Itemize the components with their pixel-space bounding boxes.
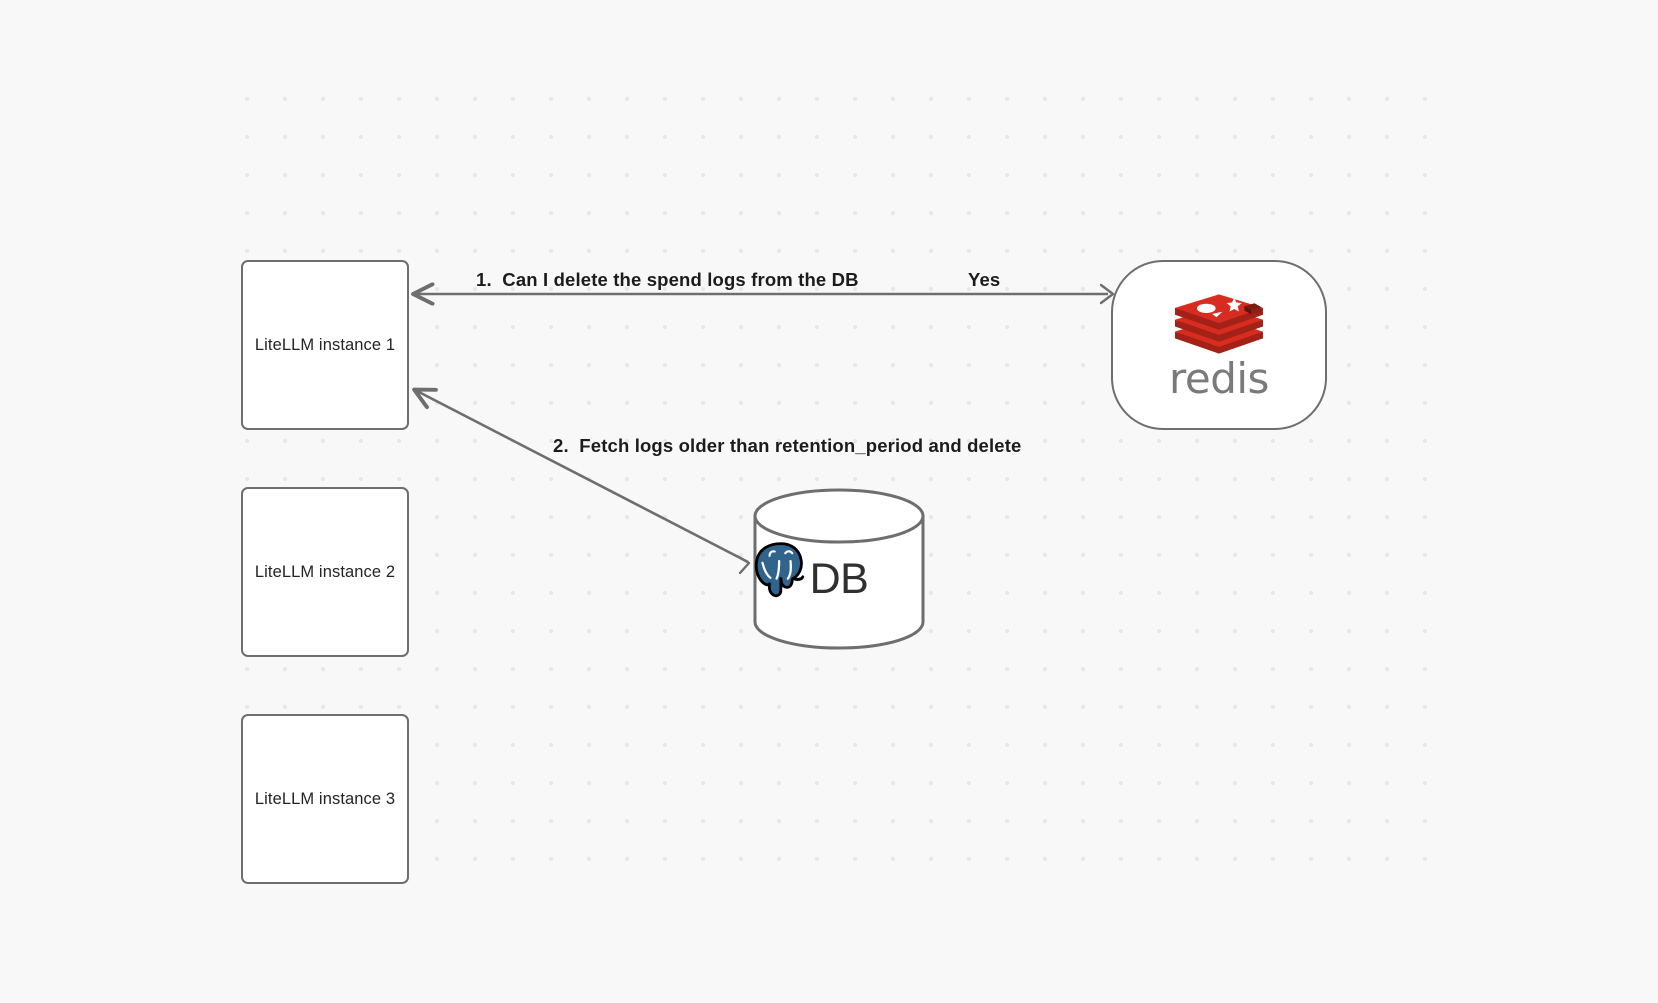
postgresql-elephant-icon [754, 542, 805, 598]
node-label: LiteLLM instance 1 [254, 335, 396, 354]
edge-label-step-1: 1. Can I delete the spend logs from the … [476, 269, 859, 290]
redis-stack-icon [1175, 294, 1263, 354]
edge-label-step-2: 2. Fetch logs older than retention_perio… [553, 435, 1022, 456]
node-litellm-instance-2[interactable]: LiteLLM instance 2 [241, 487, 409, 657]
edge-db-to-instance-1 [412, 387, 751, 575]
node-litellm-instance-1[interactable]: LiteLLM instance 1 [241, 260, 409, 430]
db-label: DB [809, 554, 869, 603]
redis-wordmark: redis [1169, 354, 1269, 404]
node-redis[interactable]: redis [1111, 260, 1327, 430]
node-database[interactable]: DB [752, 488, 926, 650]
edge-label-yes: Yes [968, 269, 1001, 290]
node-litellm-instance-3[interactable]: LiteLLM instance 3 [241, 714, 409, 884]
node-label: LiteLLM instance 3 [254, 789, 396, 808]
node-label: LiteLLM instance 2 [254, 562, 396, 581]
